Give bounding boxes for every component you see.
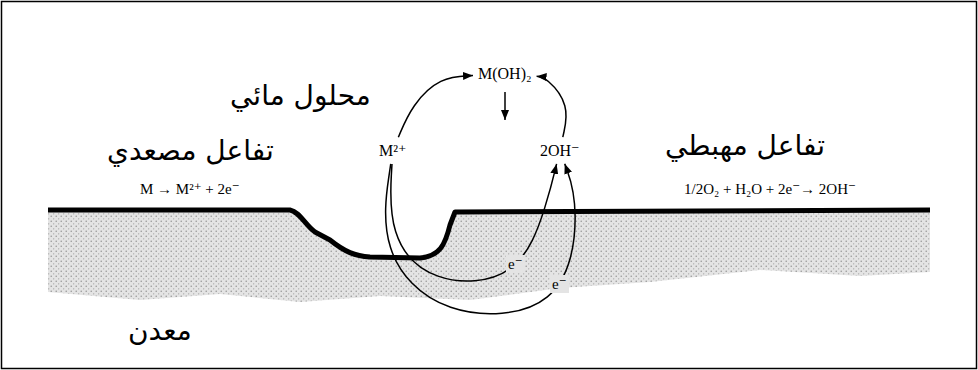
ion-species: 2OH⁻ bbox=[538, 140, 582, 161]
region-label: معدن bbox=[128, 314, 192, 347]
reaction-title: تفاعل مهبطي bbox=[665, 129, 825, 162]
product-species: M(OH)₂ bbox=[476, 64, 534, 84]
metal-surface bbox=[48, 210, 930, 258]
electron-label: e⁻ bbox=[506, 255, 525, 273]
species-text: 2OH⁻ bbox=[540, 141, 580, 160]
reaction-arrow bbox=[537, 76, 567, 137]
reaction-equation: M → M²⁺ + 2e⁻ bbox=[140, 180, 240, 198]
species-text: M(OH)₂ bbox=[478, 65, 532, 83]
region-label: محلول مائي bbox=[230, 79, 371, 112]
reaction-title: تفاعل مصعدي bbox=[107, 134, 274, 167]
ion-species: M²⁺ bbox=[377, 140, 408, 161]
electron-label: e⁻ bbox=[550, 275, 569, 293]
species-text: M²⁺ bbox=[379, 141, 406, 160]
precipitate-arrow bbox=[504, 92, 506, 120]
reaction-equation: 1/2O₂ + H₂O + 2e⁻→ 2OH⁻ bbox=[684, 180, 856, 198]
electron-flow-arrow bbox=[386, 164, 576, 314]
electron-flow-arrow bbox=[391, 164, 557, 281]
reaction-arrow bbox=[398, 75, 473, 137]
metal-body bbox=[48, 210, 930, 302]
